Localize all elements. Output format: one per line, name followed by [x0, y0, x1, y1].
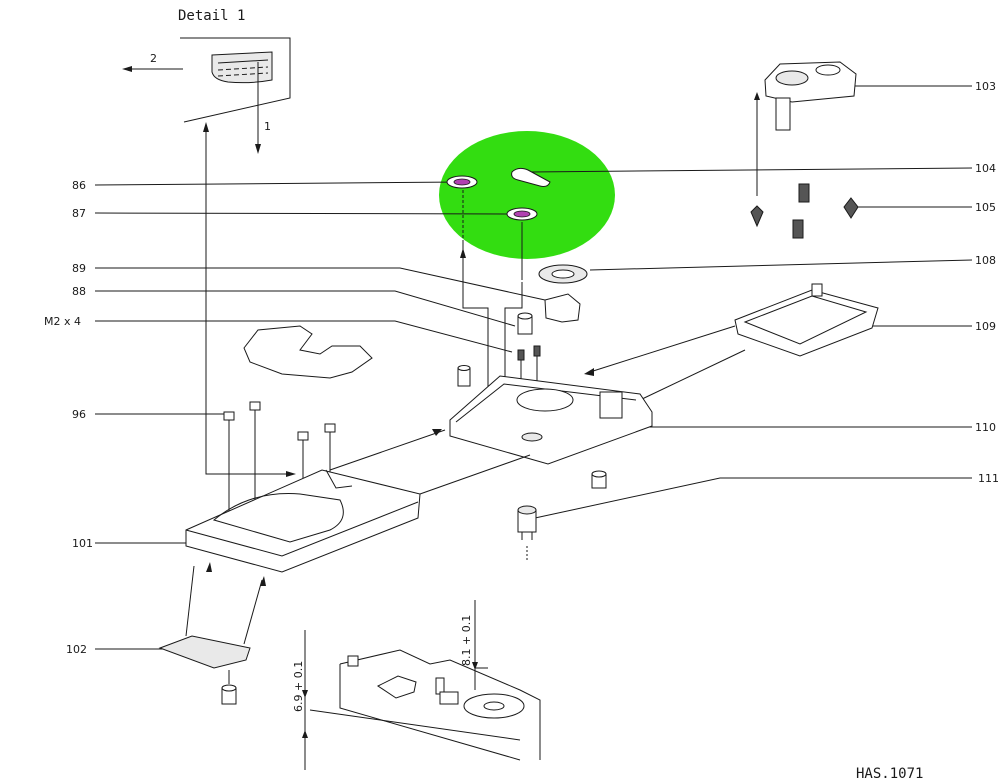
arrow-down-icon: [255, 144, 261, 154]
document-code: HAS.1071: [856, 766, 923, 781]
part-111: [517, 505, 537, 560]
highlight-circle: [439, 131, 615, 259]
callout-105: 105: [975, 201, 996, 214]
part-89: [544, 293, 581, 323]
callout-109: 109: [975, 320, 996, 333]
callout-86: 86: [72, 179, 86, 192]
callout-88: 88: [72, 285, 86, 298]
detail-1-inset: Detail 1 2 1: [122, 8, 291, 154]
cover-plate: [243, 325, 373, 379]
callout-111: 111: [978, 472, 999, 485]
part-109: [584, 283, 879, 401]
part-104: [511, 167, 551, 187]
callouts-right: 103 104 105 108 109 110 111: [529, 80, 999, 519]
part-86: [446, 175, 478, 240]
dimension-detail: 6.9 + 0.1 8.1 + 0.1: [292, 600, 541, 770]
callout-101: 101: [72, 537, 93, 550]
detail-arrow-label-2: 2: [150, 52, 157, 65]
dimension-left: 6.9 + 0.1: [292, 661, 305, 712]
part-88: [517, 312, 533, 335]
part-101: [185, 469, 421, 573]
callout-110: 110: [975, 421, 996, 434]
callout-108: 108: [975, 254, 996, 267]
detail-arrow-label-1: 1: [264, 120, 271, 133]
detail-title: Detail 1: [178, 8, 245, 24]
callout-96: 96: [72, 408, 86, 421]
part-102: [158, 562, 266, 705]
part-103: [754, 61, 857, 196]
part-87: [506, 207, 538, 280]
callout-103: 103: [975, 80, 996, 93]
callout-89: 89: [72, 262, 86, 275]
detail-part-section: [211, 51, 273, 84]
callout-87: 87: [72, 207, 86, 220]
callouts-left: 86 87 89 88 M2 x 4 96 101 102: [44, 179, 546, 656]
callout-104: 104: [975, 162, 996, 175]
part-108: [538, 264, 588, 284]
part-105: [750, 183, 859, 239]
callout-m2x4: M2 x 4: [44, 315, 81, 328]
part-110: [329, 365, 653, 495]
dimension-right: 8.1 + 0.1: [460, 615, 473, 666]
callout-102: 102: [66, 643, 87, 656]
arrow-left-icon: [122, 66, 132, 72]
